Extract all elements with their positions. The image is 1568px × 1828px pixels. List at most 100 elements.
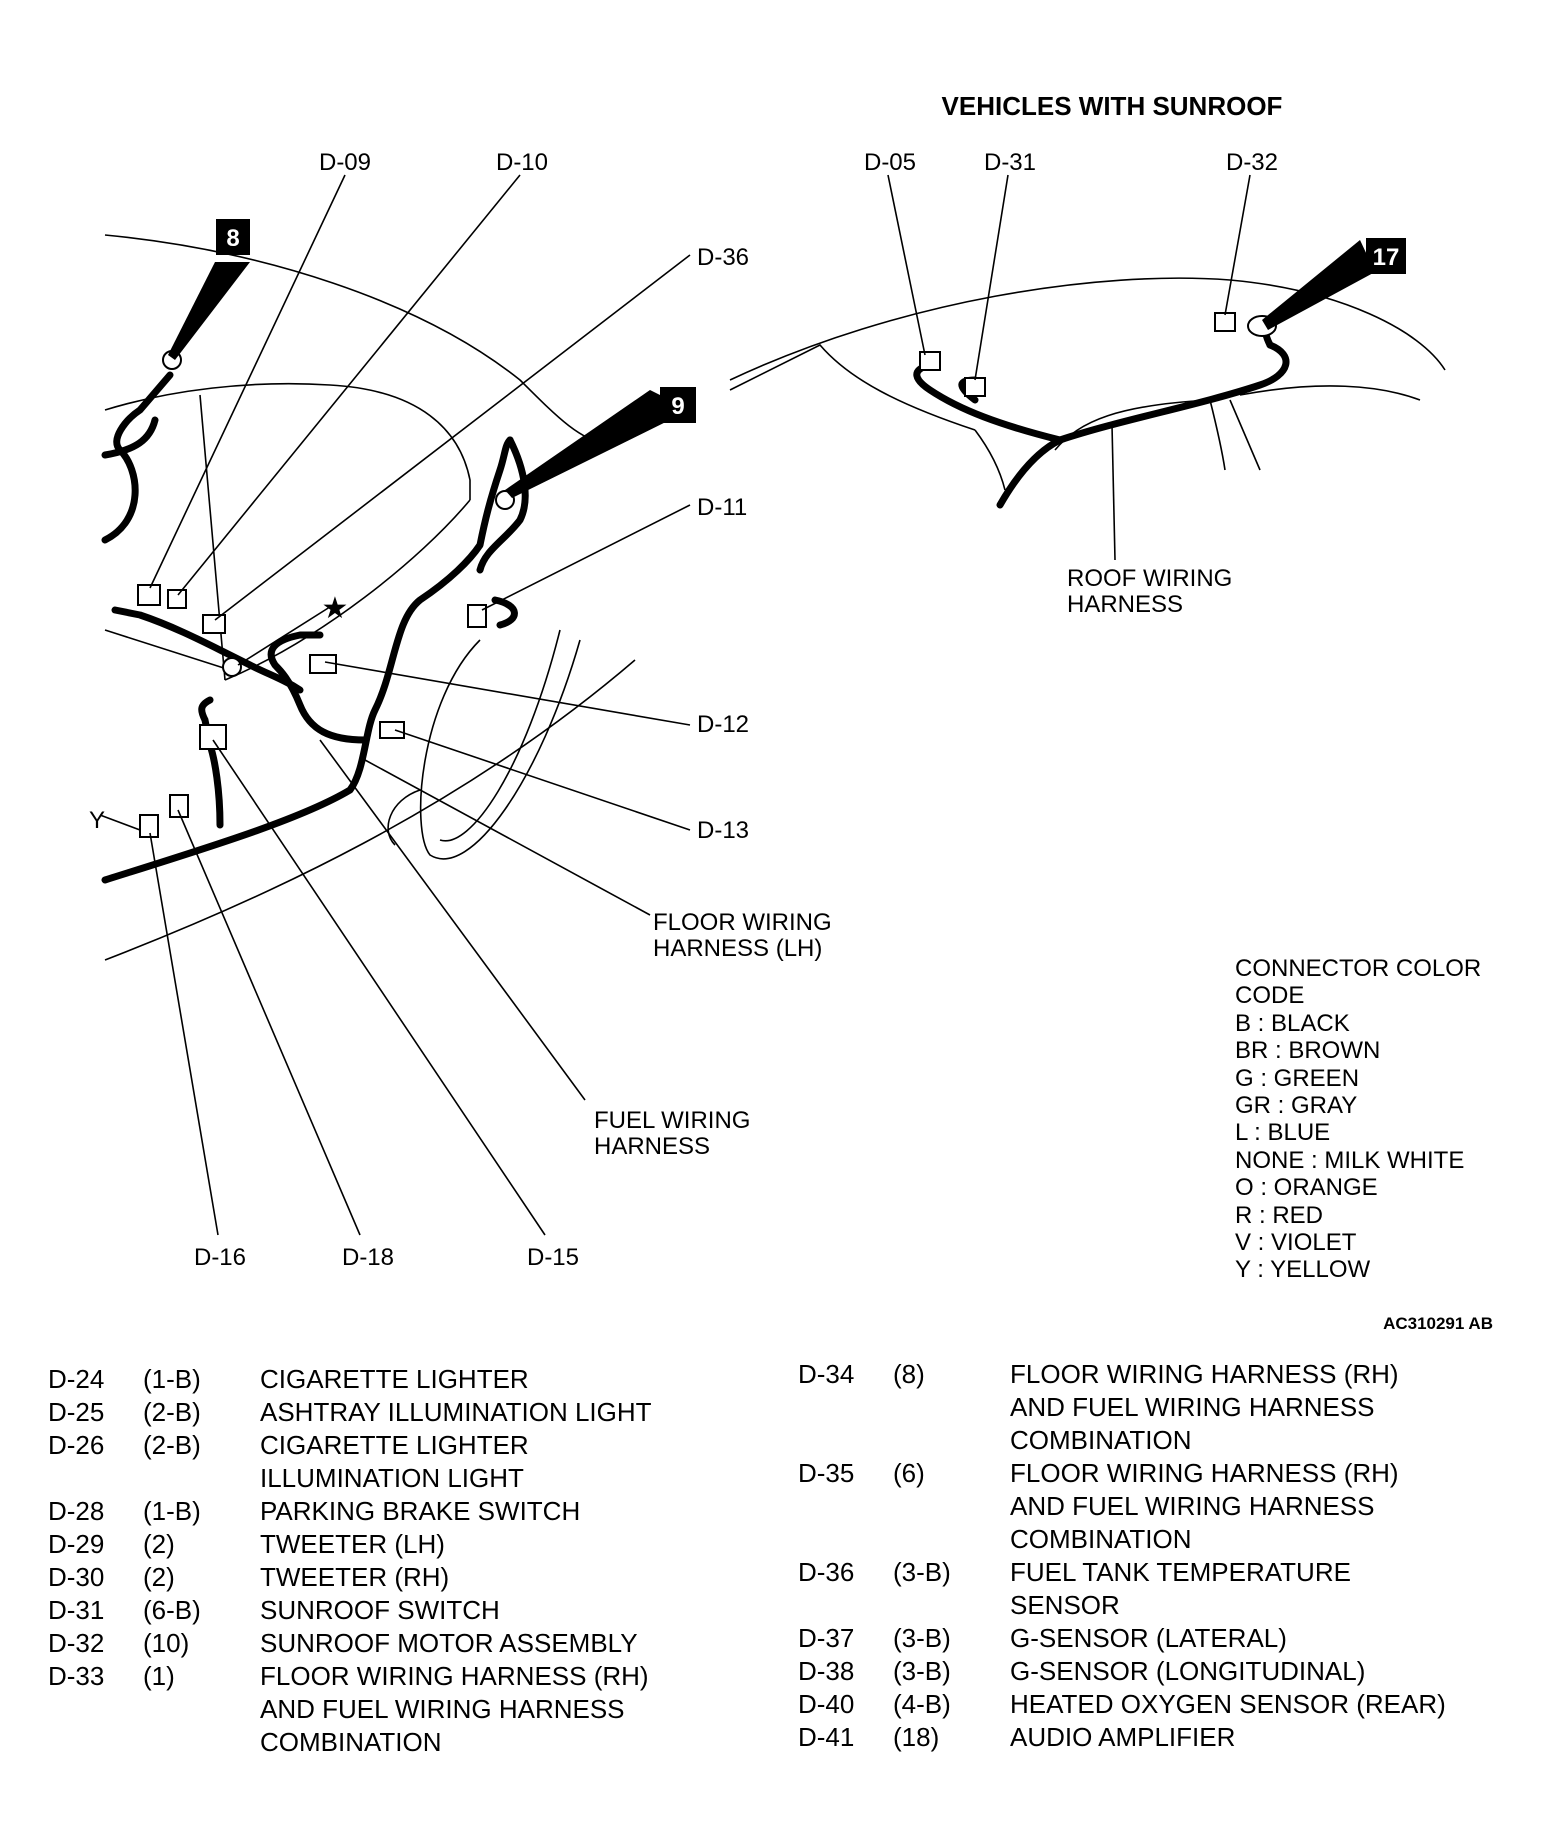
connector-description: CIGARETTE LIGHTER ILLUMINATION LIGHT [260,1430,529,1493]
connector-d11 [467,604,487,628]
connector-description: G-SENSOR (LATERAL) [1010,1623,1287,1653]
connector-row: D-41 (18) AUDIO AMPLIFIER [798,1721,1446,1754]
connector-pins: (3-B) [893,1557,951,1587]
connector-id: D-26 [48,1430,105,1460]
figure-code: AC310291 AB [1383,1314,1493,1333]
sunroof-title: VEHICLES WITH SUNROOF [942,91,1283,121]
tag-8-pointer [168,262,250,360]
connector-id: D-28 [48,1496,105,1526]
connector-pins: (2) [143,1529,175,1559]
connector-row: D-33(1)FLOOR WIRING HARNESS (RH) AND FUE… [48,1660,652,1759]
legend-item: NONE : MILK WHITE [1235,1146,1465,1174]
callout-d05: D-05 [864,149,916,176]
connector-id: D-25 [48,1397,105,1427]
connector-row: D-32 (10) SUNROOF MOTOR ASSEMBLY [48,1627,652,1660]
legend-title-line-1: CONNECTOR COLOR [1235,955,1482,982]
connector-pins: (10) [143,1628,190,1658]
circuit-tag-17: 17 [1366,238,1406,274]
leader-lines-right [887,174,1375,561]
connector-id: D-37 [798,1623,855,1653]
callout-d36: D-36 [697,244,749,271]
connector-id: D-40 [798,1689,855,1719]
callout-d10: D-10 [496,149,548,176]
harness-lines-right [913,321,1290,509]
legend-item: G : GREEN [1235,1064,1360,1092]
connector-description: SUNROOF MOTOR ASSEMBLY [260,1628,638,1658]
fuel-harness-label-2: HARNESS [594,1133,710,1160]
connector-ground-9 [495,490,515,510]
connector-d05 [919,351,941,371]
connector-id: D-30 [48,1562,105,1592]
connector-row: D-25(2-B)ASHTRAY ILLUMINATION LIGHT [48,1396,652,1429]
connector-d18 [169,794,189,818]
connector-description: FLOOR WIRING HARNESS (RH) AND FUEL WIRIN… [1010,1458,1399,1554]
connector-row: D-29(2)TWEETER (LH) [48,1528,652,1561]
connector-id: D-34 [798,1359,855,1389]
legend-item: L : BLUE [1235,1119,1331,1147]
tag-9-label: 9 [671,393,684,420]
roof-harness-label-1: ROOF WIRING [1067,565,1232,592]
connector-d13 [379,721,405,739]
connector-pins: (2-B) [143,1430,201,1460]
legend-item: O : ORANGE [1235,1174,1378,1202]
callout-d11: D-11 [697,494,747,521]
connector-row: D-30 (2) TWEETER (RH) [48,1561,652,1594]
legend-item: B : BLACK [1235,1009,1350,1037]
connector-id: D-32 [48,1628,105,1658]
floor-harness-label-2: HARNESS (LH) [653,935,822,962]
connector-star [222,657,242,677]
connector-list-right: D-34 (8) FLOOR WIRING HARNESS (RH) AND FUE… [798,1358,1446,1754]
connector-d15 [199,724,227,750]
connector-id: D-29 [48,1529,105,1559]
connector-d16 [139,814,159,838]
tag-9-pointer [505,390,690,498]
connector-pins: (3-B) [893,1656,951,1686]
legend-item: BR : BROWN [1235,1037,1381,1065]
connector-color-legend: CONNECTOR COLOR CODE B : BLACK BR : BROW… [1235,955,1481,1284]
connector-description: SUNROOF SWITCH [260,1595,500,1625]
connector-row: D-34 (8) FLOOR WIRING HARNESS (RH) AND FUE… [798,1358,1446,1457]
legend-item: Y : YELLOW [1235,1256,1371,1284]
tag-8-label: 8 [226,225,239,252]
connector-id: D-35 [798,1458,855,1488]
callout-d31: D-31 [984,149,1036,176]
connector-description: ASHTRAY ILLUMINATION LIGHT [260,1397,652,1427]
connector-pins: (6-B) [143,1595,201,1625]
connector-id: D-36 [798,1557,855,1587]
connector-description: FLOOR WIRING HARNESS (RH) AND FUEL WIRIN… [260,1661,649,1757]
connector-description: G-SENSOR (LONGITUDINAL) [1010,1656,1366,1686]
connectors-right [919,312,1277,397]
connector-id: D-31 [48,1595,105,1625]
callout-d13: D-13 [697,817,749,844]
connector-d09 [137,584,161,606]
connector-pins: (8) [893,1359,925,1389]
connector-description: TWEETER (RH) [260,1562,450,1592]
vehicle-roof-outline [729,277,1446,491]
connector-row: D-37(3-B)G-SENSOR (LATERAL) [798,1622,1446,1655]
connector-pins: (18) [893,1722,940,1752]
connector-id: D-38 [798,1656,855,1686]
callout-d09: D-09 [319,149,371,176]
connector-description: HEATED OXYGEN SENSOR (REAR) [1010,1689,1446,1719]
callout-d16: D-16 [194,1244,246,1271]
leader-lines-left [99,174,691,1236]
connector-pins: (2) [143,1562,175,1592]
tag-17-pointer [1262,240,1375,330]
circuit-tag-8: 8 [216,219,250,255]
connector-description: AUDIO AMPLIFIER [1010,1722,1236,1752]
connector-description: PARKING BRAKE SWITCH [260,1496,581,1526]
connector-row: D-36 (3-B) FUEL TANK TEMPERATURE SENSOR [798,1556,1446,1622]
legend-title-line-2: CODE [1235,982,1305,1010]
vehicle-body-outline-left [104,234,636,961]
connector-pins: (1-B) [143,1496,201,1526]
connector-description: FLOOR WIRING HARNESS (RH) AND FUEL WIRIN… [1010,1359,1399,1455]
connector-pins: (1-B) [143,1364,201,1394]
tag-17-label: 17 [1373,244,1400,271]
connector-row: D-31 (6-B) SUNROOF SWITCH [48,1594,652,1627]
fuel-harness-label-1: FUEL WIRING [594,1107,750,1134]
circuit-tag-9: 9 [660,387,696,423]
connector-id: D-41 [798,1722,855,1752]
connector-description: FUEL TANK TEMPERATURE SENSOR [1010,1557,1351,1620]
floor-harness-label-1: FLOOR WIRING [653,909,832,936]
callout-d12: D-12 [697,711,749,738]
